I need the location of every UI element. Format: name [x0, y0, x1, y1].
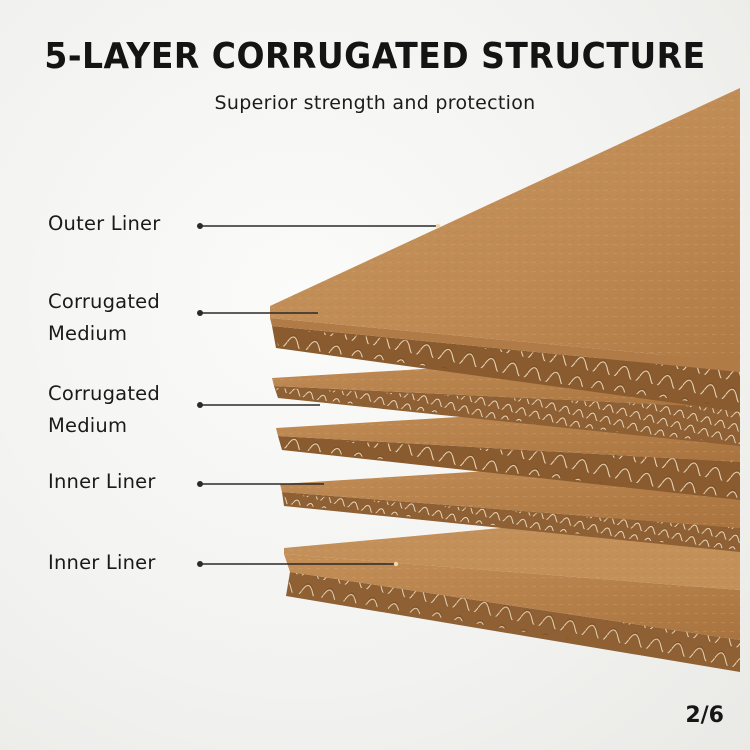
label-corrugated-medium-2: Corrugated Medium [48, 382, 160, 437]
page-title: 5-LAYER CORRUGATED STRUCTURE [44, 34, 706, 77]
page-subtitle: Superior strength and protection [214, 92, 536, 114]
leader-dots [197, 223, 203, 567]
outer-liner-sheet [270, 88, 740, 412]
label-inner-liner-2: Inner Liner [48, 551, 156, 574]
label-corrugated-medium-1: Corrugated Medium [48, 290, 160, 345]
leader-end-dots [393, 223, 441, 567]
leader-lines [200, 225, 438, 565]
page-indicator: 2/6 [685, 703, 724, 728]
label-outer-liner: Outer Liner [48, 212, 161, 235]
label-inner-liner-1: Inner Liner [48, 470, 156, 493]
